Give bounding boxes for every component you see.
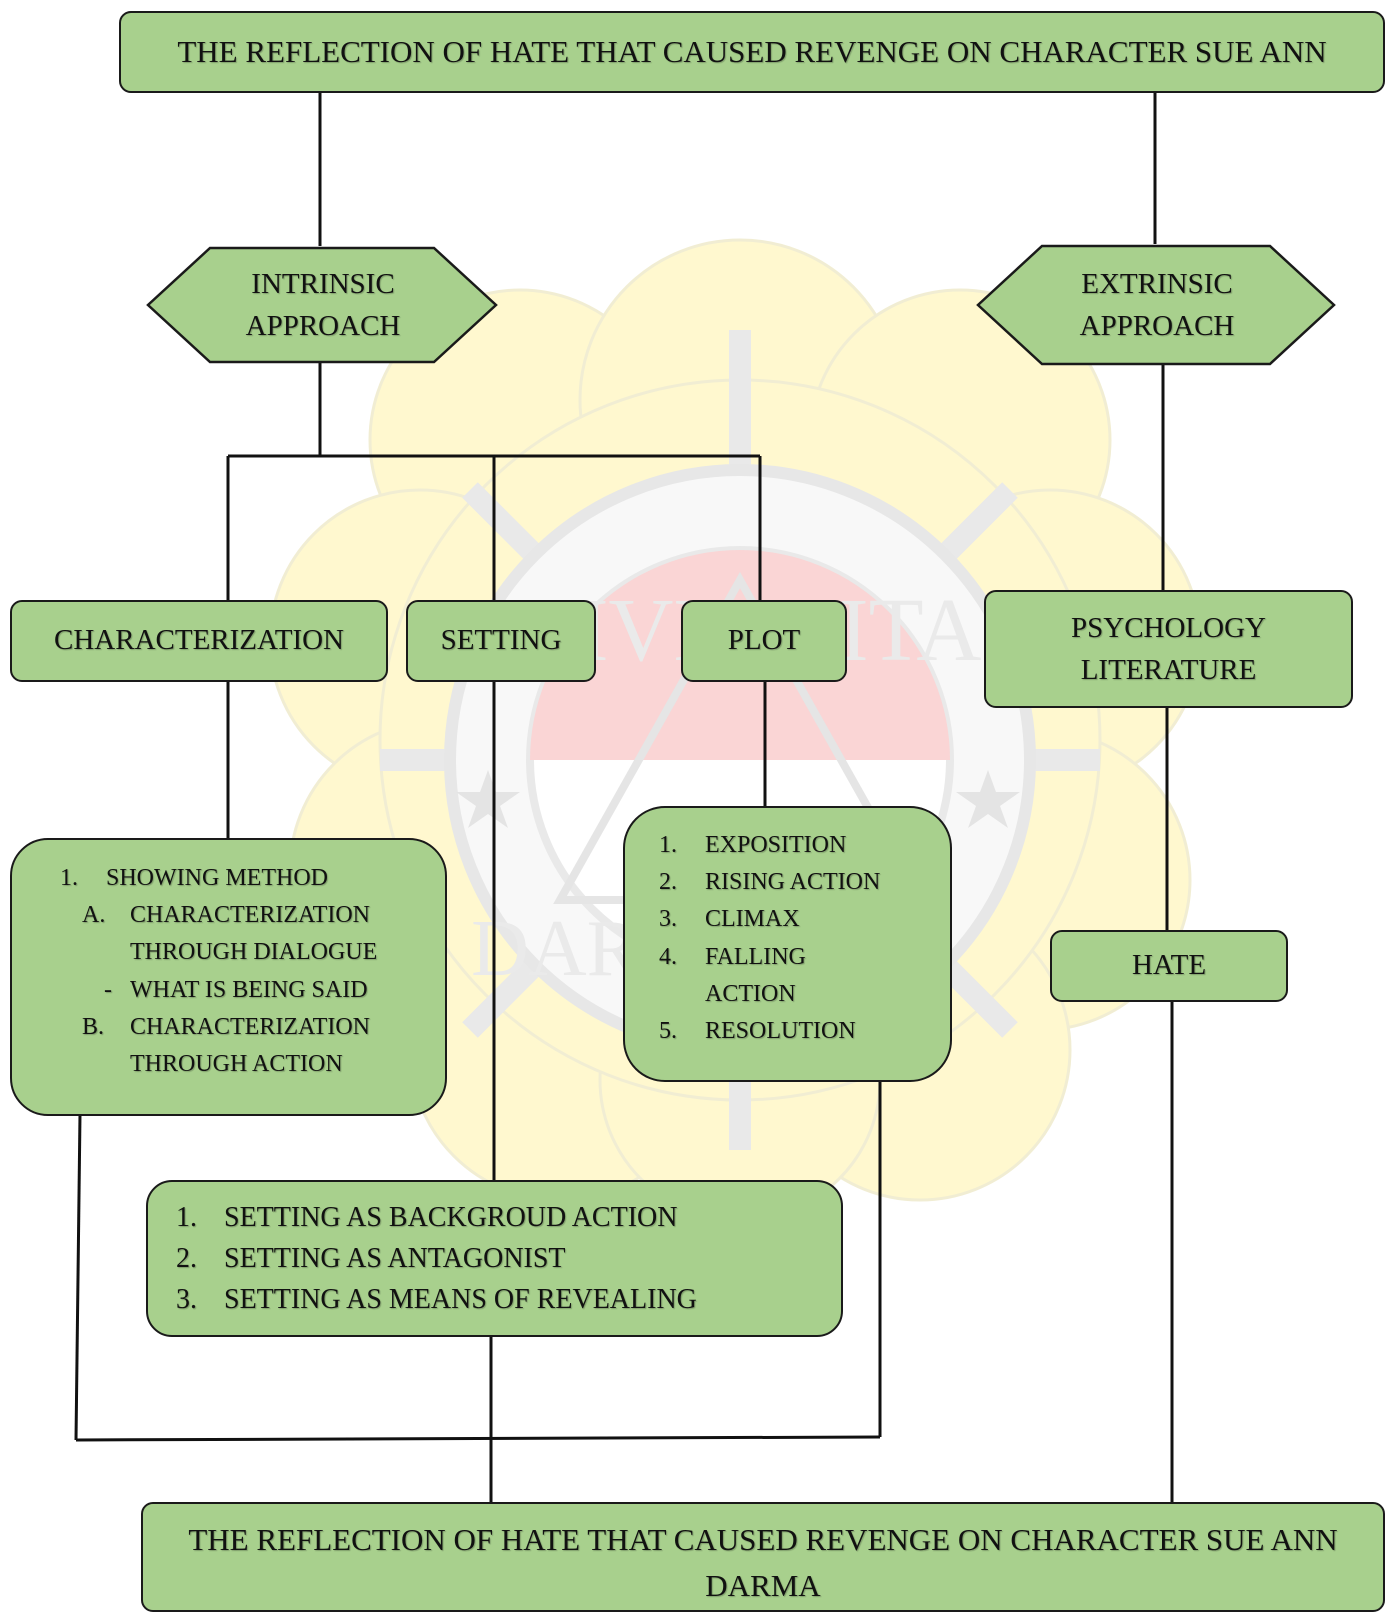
setting-box: SETTING [406, 600, 596, 682]
char-item-2: THROUGH DIALOGUE [130, 939, 378, 965]
extrinsic-line2: APPROACH [1079, 310, 1235, 342]
setting-marker-0: 1. [176, 1202, 197, 1233]
plot-marker-3: 4. [659, 944, 677, 970]
intrinsic-approach-hexagon: INTRINSIC APPROACH [146, 246, 500, 364]
plot-item-3: FALLING [705, 944, 806, 970]
setting-item-1: SETTING AS ANTAGONIST [224, 1243, 566, 1274]
char-item-5: THROUGH ACTION [130, 1051, 343, 1077]
title-top-box: THE REFLECTION OF HATE THAT CAUSED REVEN… [119, 11, 1385, 93]
plot-item-1: RISING ACTION [705, 869, 881, 895]
char-item-0: SHOWING METHOD [106, 865, 328, 891]
plot-item-4: ACTION [705, 981, 796, 1007]
setting-details-box: 1. SETTING AS BACKGROUD ACTION 2. SETTIN… [146, 1180, 843, 1337]
psychology-literature-box: PSYCHOLOGY LITERATURE [984, 590, 1353, 708]
setting-item-2: SETTING AS MEANS OF REVEALING [224, 1284, 697, 1315]
hate-box: HATE [1050, 930, 1288, 1002]
plot-item-5: RESOLUTION [705, 1018, 856, 1044]
setting-label: SETTING [440, 624, 562, 657]
intrinsic-line2: APPROACH [245, 310, 401, 342]
char-item-3: WHAT IS BEING SAID [130, 977, 368, 1003]
plot-marker-1: 2. [659, 869, 677, 895]
setting-marker-1: 2. [176, 1243, 197, 1274]
plot-label: PLOT [727, 624, 801, 657]
psychology-line1: PSYCHOLOGY [1071, 611, 1266, 644]
setting-marker-2: 3. [176, 1284, 197, 1315]
hate-label: HATE [1131, 949, 1207, 982]
setting-item-0: SETTING AS BACKGROUD ACTION [224, 1202, 678, 1233]
characterization-details-box: 1. SHOWING METHOD A. CHARACTERIZATION TH… [10, 838, 447, 1116]
connector-lines [74, 92, 1174, 1502]
plot-marker-0: 1. [659, 832, 677, 858]
title-bottom-text: THE REFLECTION OF HATE THAT CAUSED REVEN… [188, 1521, 1338, 1557]
characterization-box: CHARACTERIZATION [10, 600, 388, 682]
plot-marker-2: 3. [659, 906, 677, 932]
plot-item-2: CLIMAX [705, 906, 800, 932]
characterization-label: CHARACTERIZATION [54, 624, 344, 657]
char-item-4: CHARACTERIZATION [130, 1014, 370, 1040]
title-bottom-box: THE REFLECTION OF HATE THAT CAUSED REVEN… [141, 1502, 1385, 1612]
plot-item-0: EXPOSITION [705, 832, 847, 858]
extrinsic-line1: EXTRINSIC [1081, 267, 1233, 300]
plot-box: PLOT [681, 600, 847, 682]
plot-marker-5: 5. [659, 1018, 677, 1044]
title-bottom-cut-line: DARMA [705, 1568, 821, 1603]
extrinsic-approach-hexagon: EXTRINSIC APPROACH [976, 244, 1338, 366]
char-marker-0: 1. [60, 865, 78, 891]
char-marker-4: B. [82, 1014, 105, 1040]
char-marker-3: - [104, 977, 112, 1003]
char-marker-1: A. [82, 902, 106, 928]
plot-details-box: 1. EXPOSITION 2. RISING ACTION 3. CLIMAX… [623, 806, 952, 1082]
title-top-text: THE REFLECTION OF HATE THAT CAUSED REVEN… [177, 33, 1327, 69]
psychology-line2: LITERATURE [1080, 654, 1257, 686]
intrinsic-line1: INTRINSIC [251, 267, 395, 300]
char-item-1: CHARACTERIZATION [130, 902, 370, 928]
